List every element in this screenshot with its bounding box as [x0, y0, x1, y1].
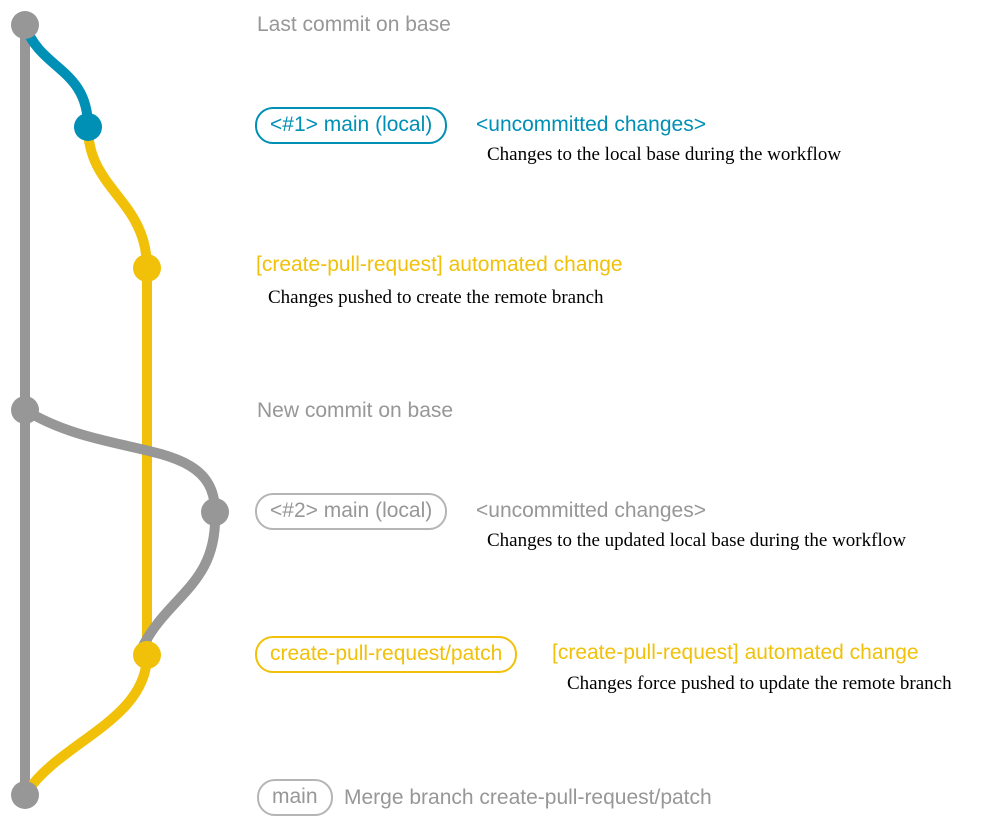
annotation-note-force-push: Changes force pushed to update the remot…	[567, 673, 952, 694]
main-local-branch-line-2	[22, 405, 220, 513]
commit-dot-merge	[11, 781, 39, 809]
commit-dot-last-base	[11, 11, 39, 39]
commit-message-uncommitted-2: <uncommitted changes>	[476, 499, 706, 522]
annotation-note-updated-local-base: Changes to the updated local base during…	[487, 530, 906, 551]
commit-dot-new-base	[11, 396, 39, 424]
branch-badge-main-local-2: <#2> main (local)	[255, 493, 448, 530]
commit-message-uncommitted-1: <uncommitted changes>	[476, 113, 706, 136]
branch-badge-main: main	[257, 779, 333, 816]
commit-dot-patch-1	[133, 254, 161, 282]
main-local-rebase-line	[137, 511, 221, 651]
commit-message-automated-change-1: [create-pull-request] automated change	[256, 253, 623, 276]
patch-branch-line	[22, 126, 152, 795]
commit-dot-main-local-2	[201, 498, 229, 526]
annotation-note-create-remote: Changes pushed to create the remote bran…	[268, 287, 604, 308]
commit-message-automated-change-2: [create-pull-request] automated change	[552, 641, 919, 664]
commit-message-merge: Merge branch create-pull-request/patch	[344, 786, 712, 809]
label-new-commit-on-base: New commit on base	[257, 399, 454, 422]
branch-badge-patch: create-pull-request/patch	[255, 636, 518, 673]
main-local-branch-line-1	[20, 23, 93, 128]
commit-dot-patch-2	[133, 641, 161, 669]
branch-badge-main-local-1: <#1> main (local)	[255, 107, 448, 144]
annotation-note-local-base: Changes to the local base during the wor…	[487, 144, 842, 165]
commit-dot-main-local-1	[74, 113, 102, 141]
label-last-commit-on-base: Last commit on base	[257, 13, 451, 36]
